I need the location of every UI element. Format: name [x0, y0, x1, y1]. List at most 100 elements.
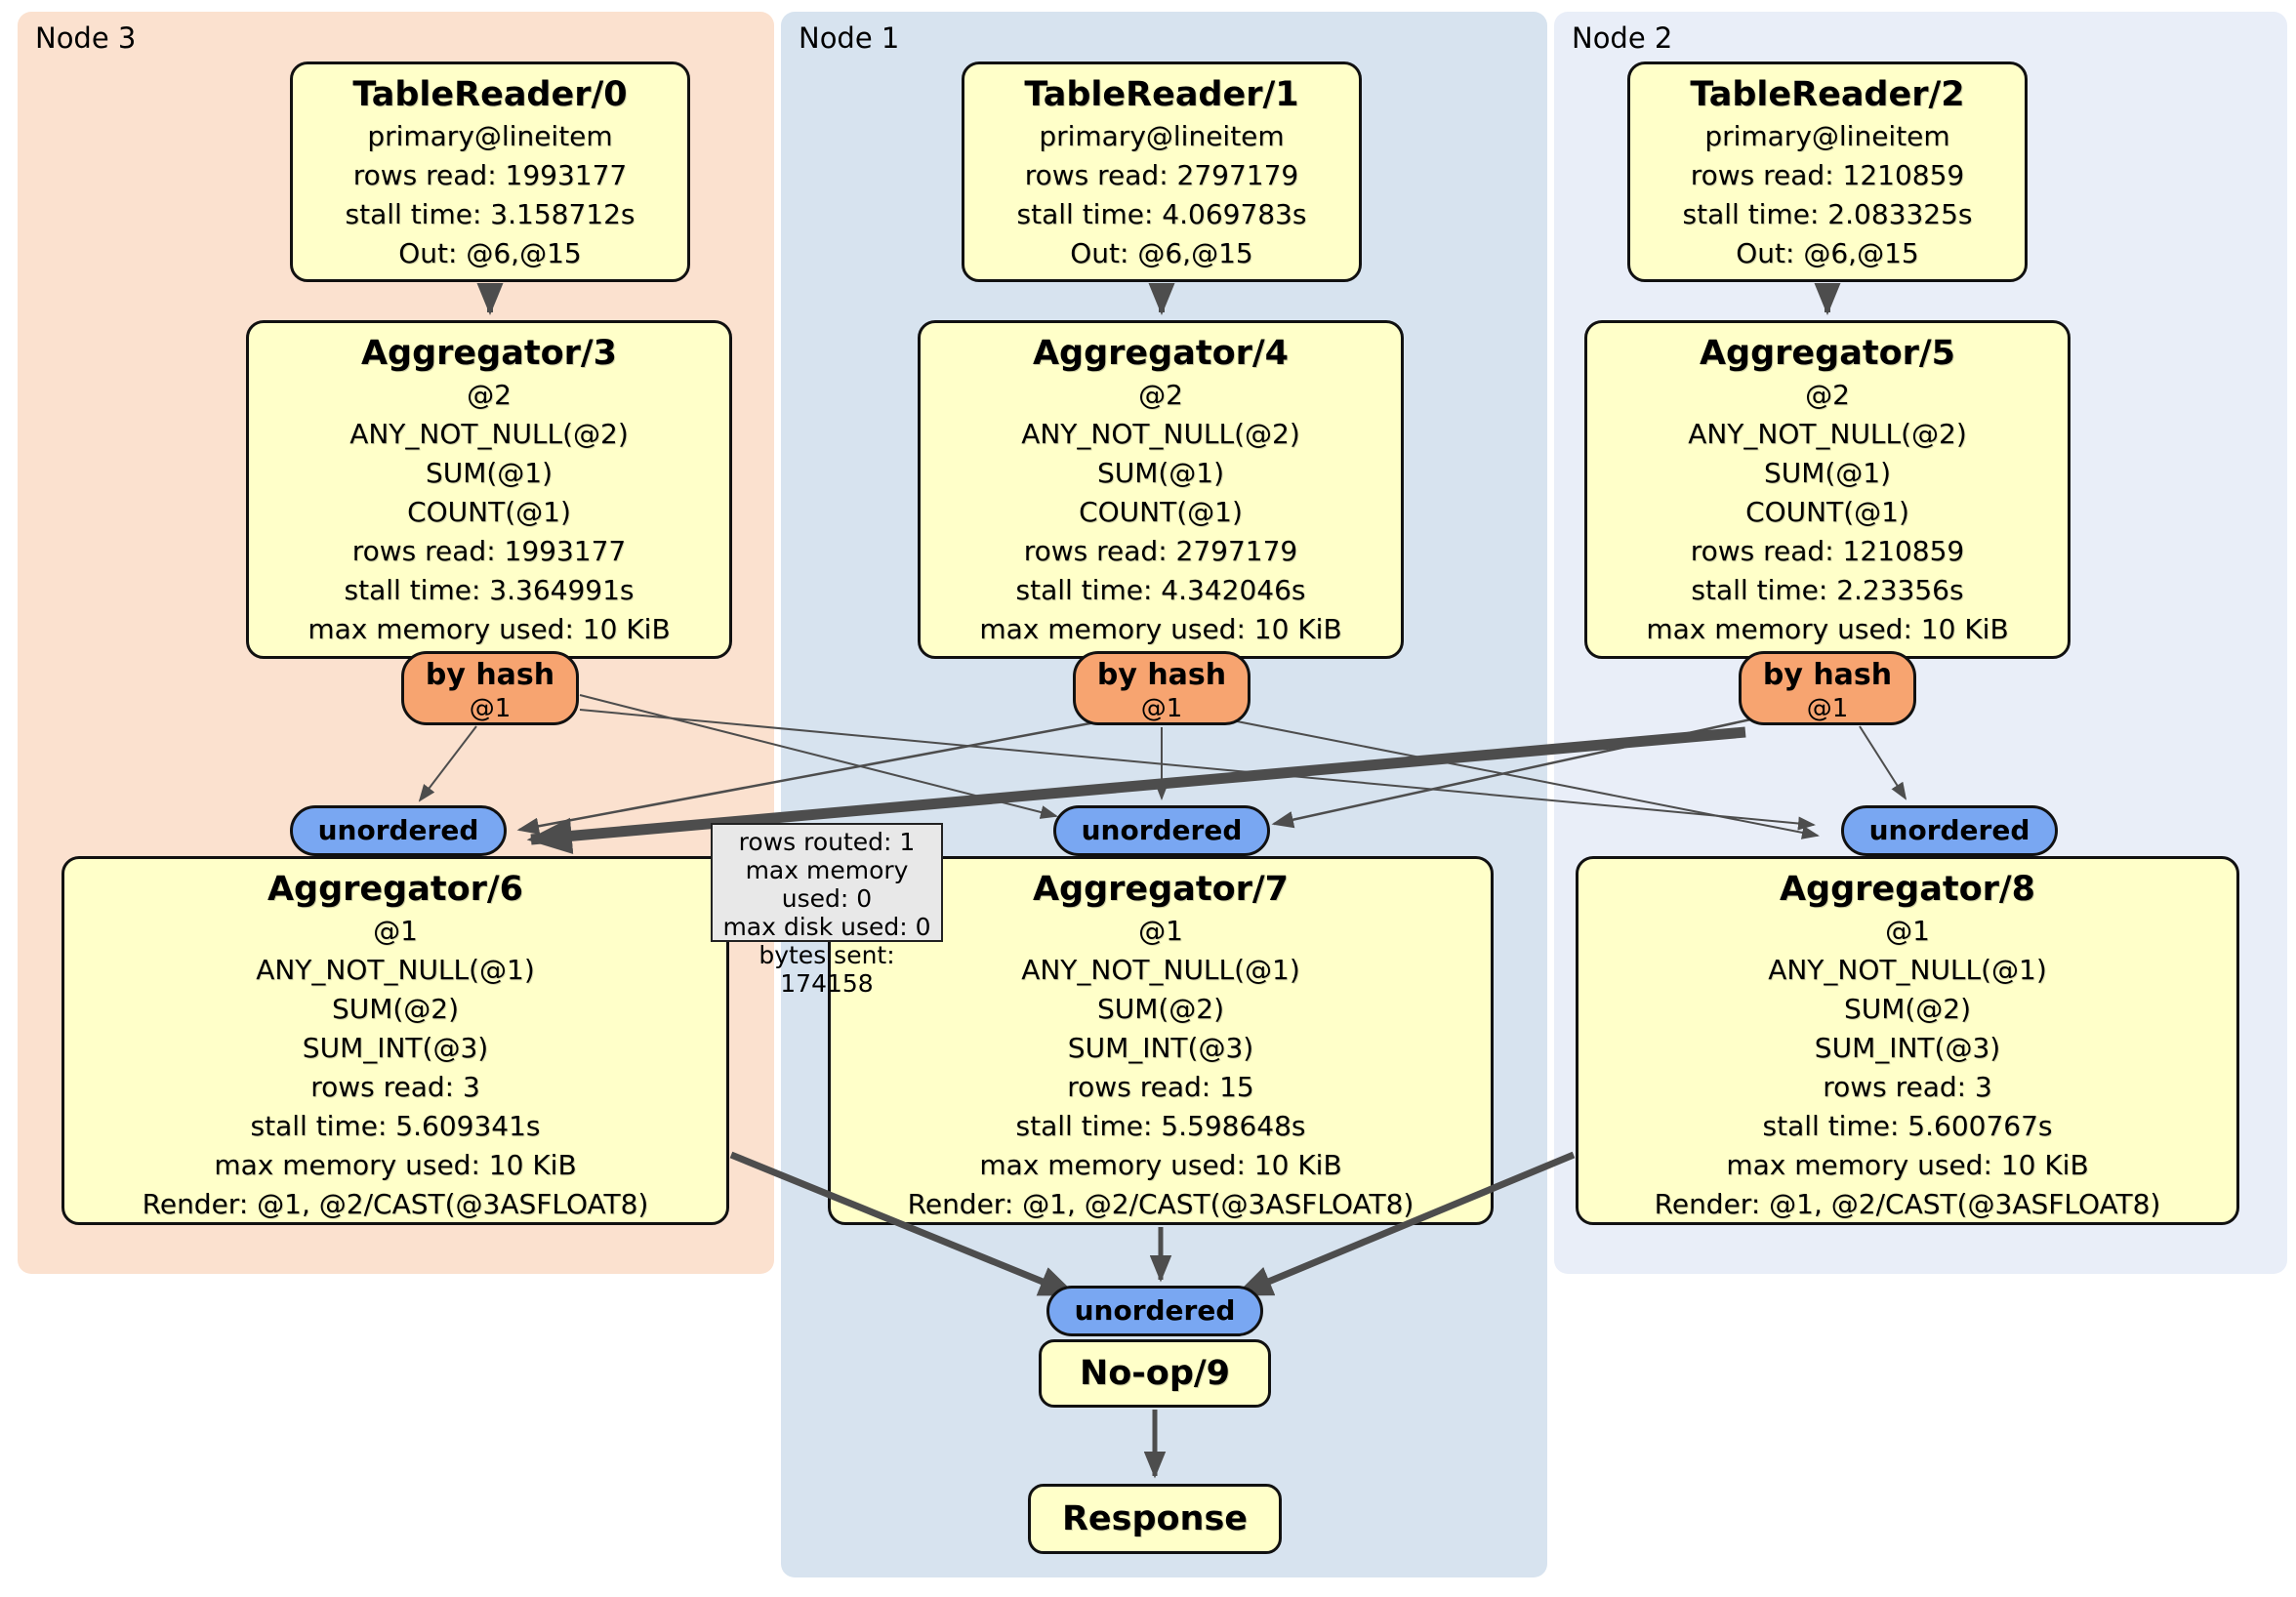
processor-detail: ANY_NOT_NULL(@2): [1021, 418, 1300, 450]
processor-aggregator-5[interactable]: Aggregator/5 @2 ANY_NOT_NULL(@2) SUM(@1)…: [1584, 320, 2070, 659]
processor-detail: Out: @6,@15: [1070, 237, 1253, 269]
processor-title: TableReader/0: [352, 75, 628, 114]
router-by-hash-node2[interactable]: by hash @1: [1739, 651, 1916, 725]
processor-aggregator-8[interactable]: Aggregator/8 @1 ANY_NOT_NULL(@1) SUM(@2)…: [1576, 856, 2239, 1225]
processor-title: Aggregator/5: [1699, 334, 1956, 373]
processor-detail: stall time: 3.364991s: [344, 574, 635, 606]
tooltip-line: bytes sent: 174158: [758, 941, 895, 998]
processor-detail: stall time: 5.600767s: [1762, 1110, 2053, 1142]
processor-title: TableReader/2: [1690, 75, 1965, 114]
processor-title: Aggregator/8: [1779, 870, 2036, 909]
processor-detail: Out: @6,@15: [398, 237, 582, 269]
router-label: by hash: [425, 658, 555, 692]
processor-title: Aggregator/3: [360, 334, 618, 373]
processor-detail: SUM(@2): [331, 993, 460, 1025]
router-by-hash-node1[interactable]: by hash @1: [1073, 651, 1250, 725]
sync-unordered-node3[interactable]: unordered: [290, 805, 507, 856]
processor-aggregator-3[interactable]: Aggregator/3 @2 ANY_NOT_NULL(@2) SUM(@1)…: [246, 320, 732, 659]
processor-detail: @1: [1885, 915, 1930, 947]
processor-aggregator-6[interactable]: Aggregator/6 @1 ANY_NOT_NULL(@1) SUM(@2)…: [62, 856, 729, 1225]
processor-detail: Out: @6,@15: [1736, 237, 1919, 269]
router-label: by hash: [1096, 658, 1227, 692]
processor-detail: COUNT(@1): [1079, 496, 1243, 528]
processor-tablereader-0[interactable]: TableReader/0 primary@lineitem rows read…: [290, 61, 690, 282]
processor-title: No-op/9: [1079, 1354, 1231, 1393]
processor-detail: rows read: 2797179: [1023, 535, 1298, 567]
processor-detail: SUM(@1): [1096, 457, 1225, 489]
edge-byhash-node3-unordered-node2[interactable]: [579, 709, 1816, 831]
processor-detail: primary@lineitem: [367, 120, 613, 152]
processor-detail: SUM_INT(@3): [1067, 1032, 1254, 1064]
tooltip-line: rows routed: 1: [738, 828, 916, 856]
processor-detail: stall time: 5.598648s: [1015, 1110, 1306, 1142]
router-label: by hash: [1762, 658, 1893, 692]
node1-label: Node 1: [799, 21, 900, 55]
processor-detail: Render: @1, @2/CAST(@3ASFLOAT8): [1654, 1188, 2161, 1220]
processor-tablereader-1[interactable]: TableReader/1 primary@lineitem rows read…: [962, 61, 1362, 282]
processor-detail: rows read: 1993177: [351, 535, 627, 567]
edge-byhash-node1-unordered-node2[interactable]: [1231, 719, 1820, 839]
processor-detail: max memory used: 10 KiB: [1646, 613, 2009, 645]
edge-stats-tooltip: rows routed: 1 max memory used: 0 max di…: [711, 823, 943, 998]
router-detail: @1: [1140, 694, 1183, 723]
sync-unordered-final[interactable]: unordered: [1046, 1286, 1263, 1336]
processor-detail: COUNT(@1): [1745, 496, 1909, 528]
processor-detail: SUM_INT(@3): [302, 1032, 489, 1064]
processor-title: Aggregator/7: [1032, 870, 1290, 909]
processor-noop-9[interactable]: No-op/9: [1039, 1339, 1271, 1408]
processor-detail: max memory used: 10 KiB: [1726, 1149, 2089, 1181]
router-by-hash-node3[interactable]: by hash @1: [401, 651, 579, 725]
processor-tablereader-2[interactable]: TableReader/2 primary@lineitem rows read…: [1627, 61, 2028, 282]
processor-detail: @1: [1138, 915, 1183, 947]
processor-detail: SUM(@2): [1096, 993, 1225, 1025]
processor-detail: rows read: 15: [1067, 1071, 1254, 1103]
processor-detail: max memory used: 10 KiB: [979, 613, 1342, 645]
processor-detail: max memory used: 10 KiB: [979, 1149, 1342, 1181]
processor-detail: rows read: 3: [1823, 1071, 1992, 1103]
edge-aggregator6-unordered-final[interactable]: [729, 1151, 1078, 1298]
processor-detail: ANY_NOT_NULL(@1): [256, 954, 535, 986]
processor-detail: rows read: 1993177: [352, 159, 628, 191]
processor-detail: rows read: 1210859: [1690, 535, 1965, 567]
node2-label: Node 2: [1572, 21, 1673, 55]
processor-detail: stall time: 5.609341s: [250, 1110, 541, 1142]
processor-detail: primary@lineitem: [1039, 120, 1285, 152]
edge-aggregator8-unordered-final[interactable]: [1234, 1151, 1576, 1298]
processor-detail: max memory used: 10 KiB: [308, 613, 671, 645]
router-detail: @1: [1806, 694, 1849, 723]
processor-title: Response: [1061, 1499, 1249, 1538]
processor-detail: primary@lineitem: [1704, 120, 1950, 152]
processor-detail: stall time: 3.158712s: [345, 198, 636, 230]
edge-byhash-node2-unordered-node3-thick[interactable]: [526, 726, 1746, 854]
processor-detail: rows read: 2797179: [1024, 159, 1299, 191]
processor-title: TableReader/1: [1024, 75, 1299, 114]
processor-detail: Render: @1, @2/CAST(@3ASFLOAT8): [142, 1188, 649, 1220]
processor-detail: stall time: 4.069783s: [1016, 198, 1307, 230]
processor-detail: SUM(@2): [1843, 993, 1972, 1025]
processor-detail: @2: [1138, 379, 1183, 411]
sync-unordered-node1[interactable]: unordered: [1053, 805, 1270, 856]
tooltip-line: max memory used: 0: [745, 856, 909, 913]
processor-response[interactable]: Response: [1028, 1484, 1282, 1554]
processor-detail: ANY_NOT_NULL(@1): [1021, 954, 1300, 986]
processor-detail: max memory used: 10 KiB: [214, 1149, 577, 1181]
processor-detail: stall time: 2.083325s: [1682, 198, 1973, 230]
tooltip-line: max disk used: 0: [722, 913, 931, 941]
edge-byhash-node3-unordered-node3[interactable]: [418, 725, 477, 802]
processor-title: Aggregator/4: [1032, 334, 1290, 373]
processor-title: Aggregator/6: [266, 870, 524, 909]
processor-detail: stall time: 4.342046s: [1015, 574, 1306, 606]
processor-detail: stall time: 2.23356s: [1691, 574, 1964, 606]
sync-unordered-node2[interactable]: unordered: [1841, 805, 2058, 856]
processor-detail: COUNT(@1): [407, 496, 571, 528]
processor-aggregator-4[interactable]: Aggregator/4 @2 ANY_NOT_NULL(@2) SUM(@1)…: [918, 320, 1404, 659]
processor-detail: ANY_NOT_NULL(@1): [1768, 954, 2047, 986]
node3-label: Node 3: [35, 21, 137, 55]
processor-detail: @2: [1805, 379, 1850, 411]
edge-byhash-node1-unordered-node3[interactable]: [516, 720, 1096, 835]
edge-byhash-node2-unordered-node2[interactable]: [1859, 725, 1907, 800]
processor-detail: SUM(@1): [1763, 457, 1892, 489]
processor-detail: SUM_INT(@3): [1814, 1032, 2001, 1064]
